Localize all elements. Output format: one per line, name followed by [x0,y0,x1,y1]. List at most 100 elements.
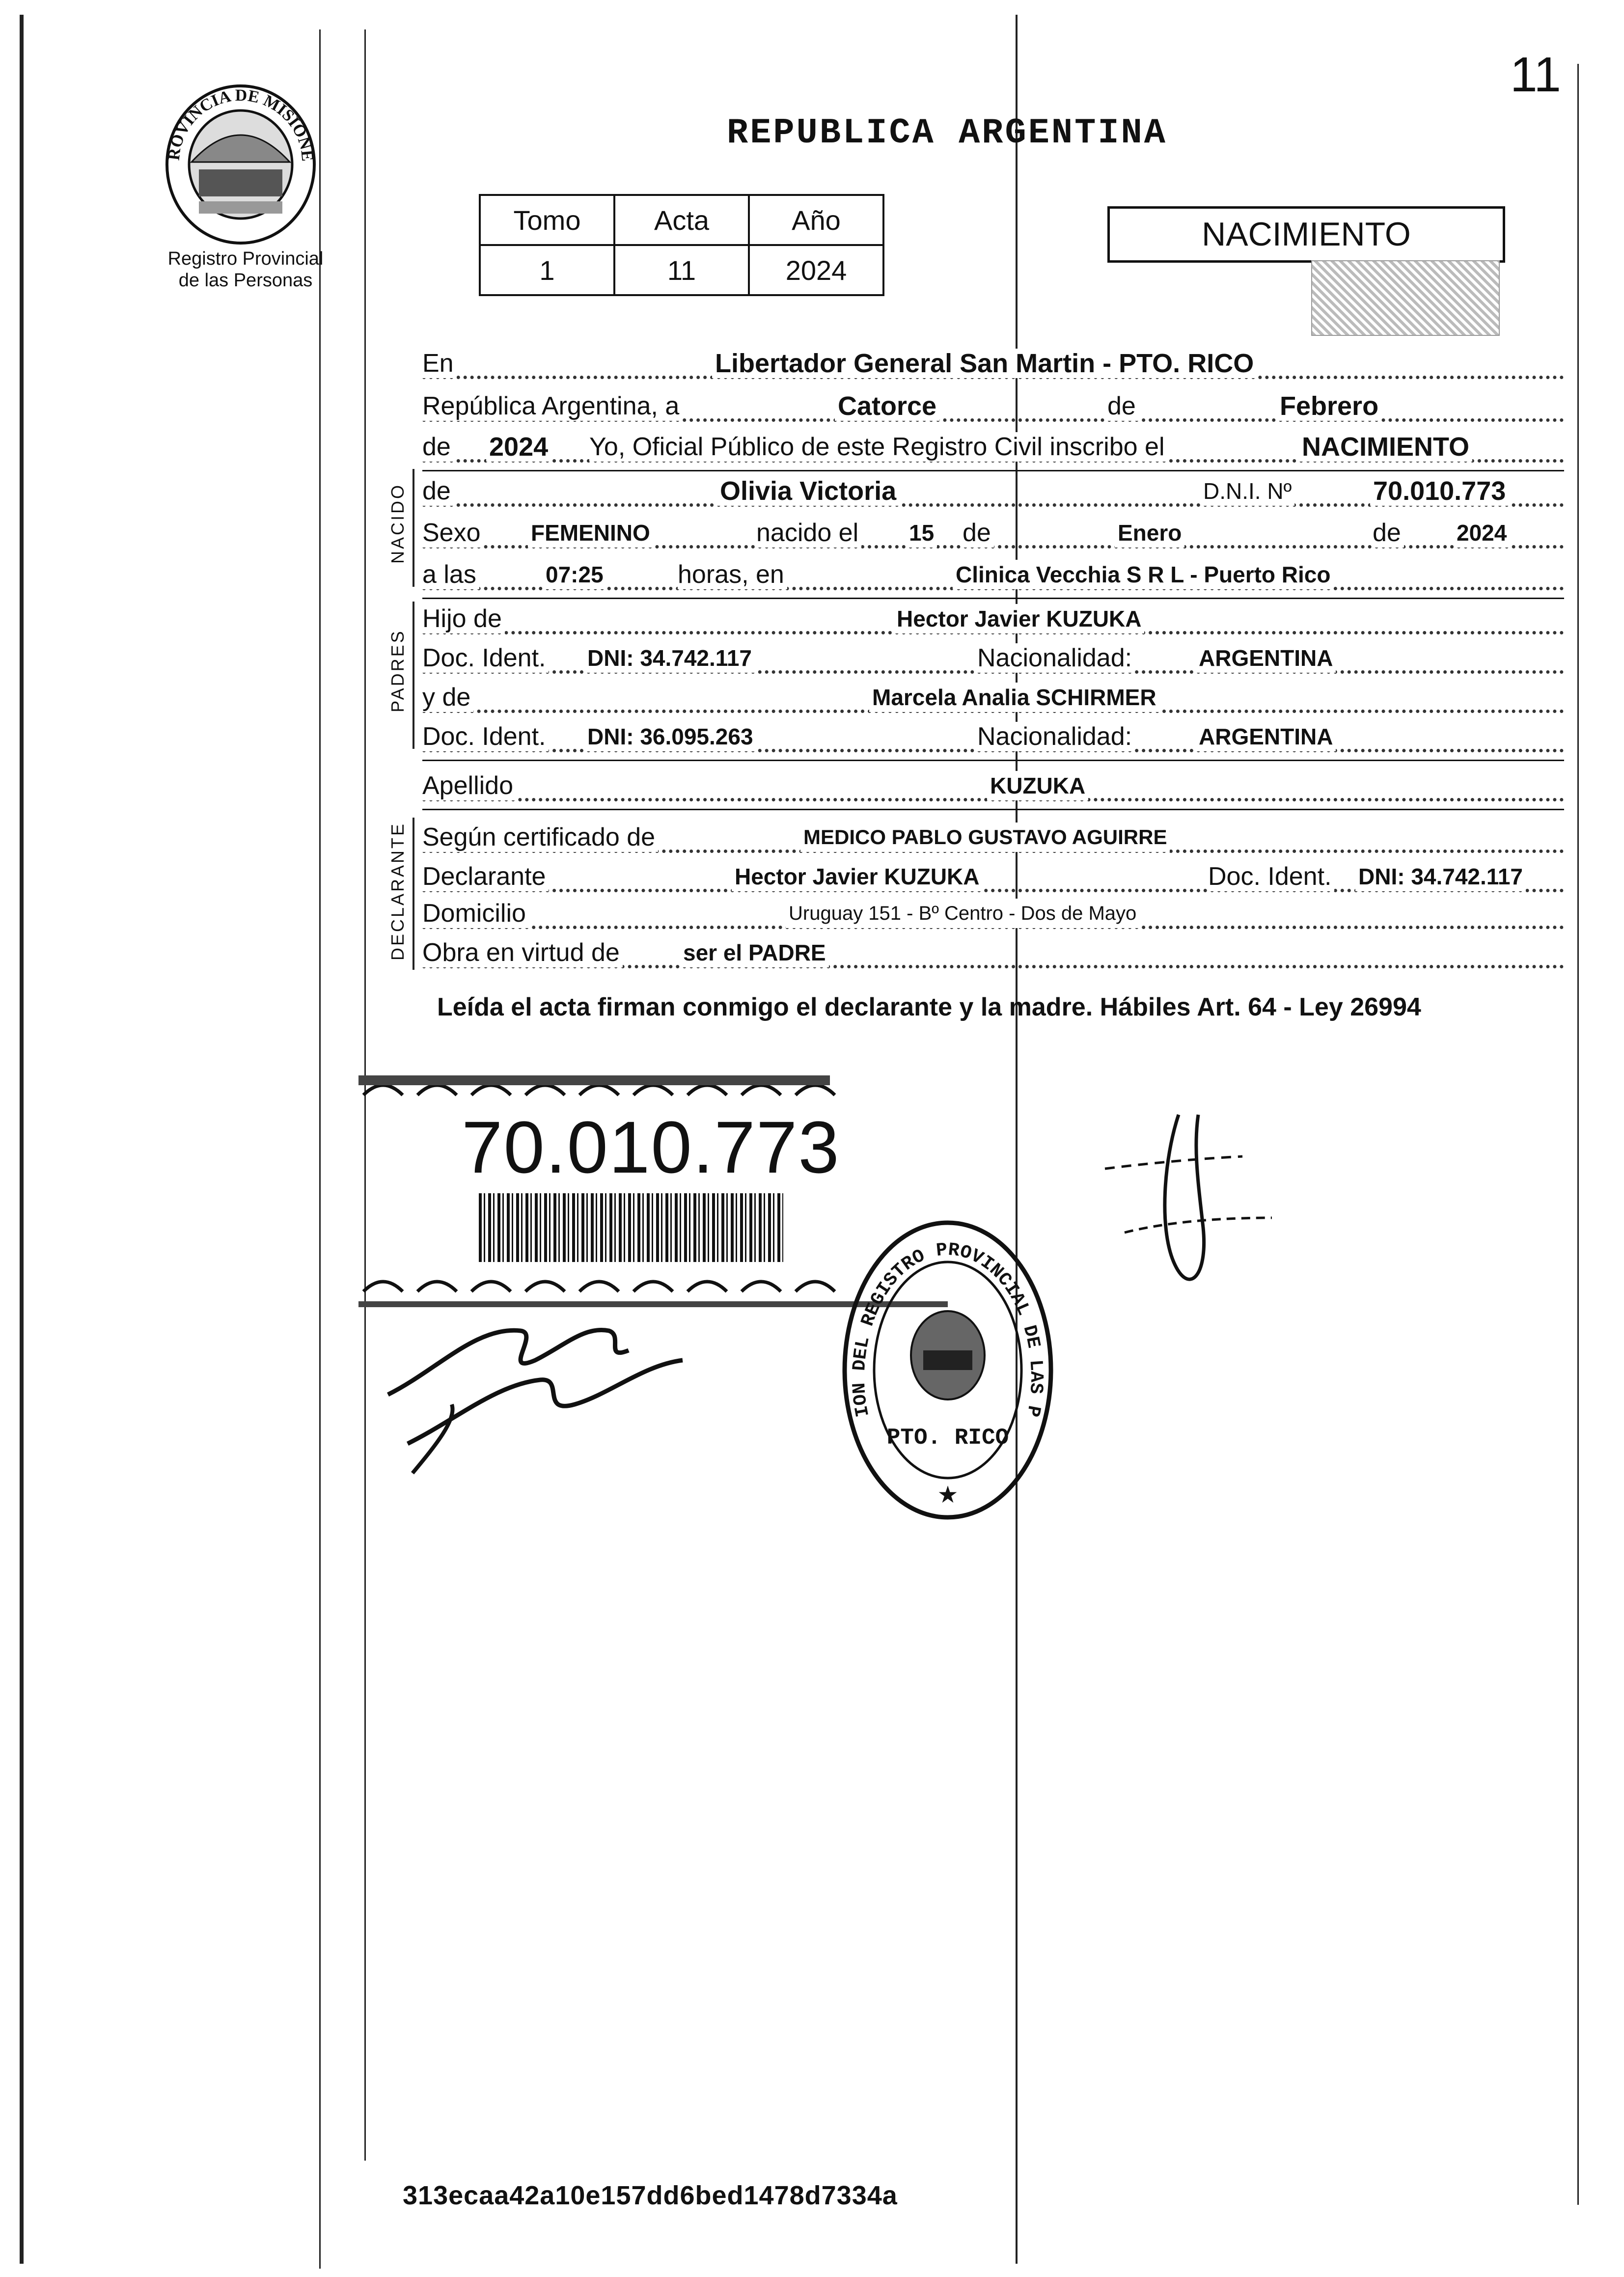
birth-day-value: 15 [906,518,937,548]
hologram-sticker [1311,260,1500,336]
cert-label: Según certificado de [422,823,659,852]
barcode-number: 70.010.773 [462,1106,840,1188]
birth-time-value: 07:25 [543,560,606,589]
svg-text:★: ★ [937,1482,958,1508]
month-value: Febrero [1277,391,1382,421]
row-mother: y de Marcela Analia SCHIRMER [422,678,1564,720]
de3-label: de [963,518,994,548]
row-certificate: Según certificado de MEDICO PABLO GUSTAV… [422,818,1564,860]
row-father: Hijo de Hector Javier KUZUKA [422,599,1564,641]
row-sex-birth: Sexo FEMENINO nacido el 15 de Enero de 2… [422,513,1564,555]
binding-line [319,29,321,2269]
padres-brace [413,602,414,749]
alas-label: a las [422,560,479,589]
row-year: de 2024 Yo, Oficial Público de este Regi… [422,427,1564,471]
father-name-value: Hector Javier KUZUKA [894,604,1145,633]
doc-label: Doc. Ident. [422,643,549,673]
country-title: REPUBLICA ARGENTINA [727,113,1167,153]
declarant-value: Hector Javier KUZUKA [732,862,983,891]
father-doc-value: DNI: 34.742.117 [584,643,755,673]
fold-line [1016,15,1018,2264]
sexo-label: Sexo [422,518,484,548]
row-mother-doc: Doc. Ident. DNI: 36.095.263 Nacionalidad… [422,717,1564,761]
birth-year-value: 2024 [1454,518,1510,548]
doc2-label: Doc. Ident. [422,722,549,751]
nacido-brace [413,469,414,587]
de4-label: de [1373,518,1404,548]
act-type-box: NACIMIENTO [1107,206,1505,263]
province-seal-logo: PROVINCIA DE MISIONES [152,64,324,246]
row-declarant: Declarante Hector Javier KUZUKA Doc. Ide… [422,857,1564,899]
registry-stamp: DELEGACION DEL REGISTRO PROVINCIAL DE LA… [829,1198,1061,1527]
nac2-label: Nacionalidad: [977,722,1135,751]
document-hash: 313ecaa42a10e157dd6bed1478d7334a [403,2181,898,2210]
doc3-label: Doc. Ident. [1208,862,1335,891]
sex-value: FEMENINO [528,518,653,548]
obra-label: Obra en virtud de [422,938,623,967]
row-date: República Argentina, a Catorce de Febrer… [422,386,1564,429]
child-name-value: Olivia Victoria [717,476,900,506]
surname-value: KUZUKA [987,771,1089,800]
registry-line1: Registro Provincial [167,248,324,269]
header-ano: Año [748,194,884,246]
value-ano: 2024 [748,244,884,296]
row-surname: Apellido KUZUKA [422,766,1564,810]
domicilio-label: Domicilio [422,899,529,928]
apellido-label: Apellido [422,771,517,800]
de-label: de [1107,391,1139,421]
left-margin-line [20,15,24,2264]
side-label-padres: PADRES [387,629,408,713]
side-label-nacido: NACIDO [387,483,408,564]
nacido-el-label: nacido el [756,518,862,548]
value-acta: 11 [613,244,750,296]
right-margin-line [1577,64,1579,2205]
declarant-signature [378,1296,732,1483]
declarant-doc-value: DNI: 34.742.117 [1355,862,1526,891]
dni-barcode-sticker [354,1075,953,1316]
svg-text:PTO. RICO: PTO. RICO [887,1425,1009,1451]
official-signature [1066,1100,1341,1326]
yde-label: y de [422,683,474,712]
row-place: En Libertador General San Martin - PTO. … [422,344,1564,386]
side-label-declarante: DECLARANTE [387,822,408,960]
place-value: Libertador General San Martin - PTO. RIC… [712,349,1257,378]
barcode-bars [479,1193,783,1262]
registry-line2: de las Personas [178,270,313,291]
inscribo-text: Yo, Oficial Público de este Registro Civ… [589,432,1168,462]
republica-label: República Argentina, a [422,391,683,421]
header-acta: Acta [613,194,750,246]
row-child-name: de Olivia Victoria D.N.I. Nº 70.010.773 [422,471,1564,514]
declarante-label: Declarante [422,862,549,891]
birth-month-value: Enero [1115,518,1185,548]
page-number: 11 [1510,47,1561,102]
registry-name: Registro Provincial de las Personas [147,248,344,291]
day-value: Catorce [835,391,940,421]
nac-label: Nacionalidad: [977,643,1135,673]
row-obra: Obra en virtud de ser el PADRE [422,933,1564,975]
value-tomo: 1 [479,244,615,296]
year-value: 2024 [486,432,551,462]
horas-label: horas, en [678,560,787,589]
row-address: Domicilio Uruguay 151 - Bº Centro - Dos … [422,894,1564,936]
record-table-header: Tomo Acta Año [479,194,884,246]
address-value: Uruguay 151 - Bº Centro - Dos de Mayo [786,899,1140,928]
child-dni-value: 70.010.773 [1370,476,1509,506]
act-word-value: NACIMIENTO [1299,432,1473,462]
header-tomo: Tomo [479,194,615,246]
dni-label: D.N.I. Nº [1203,476,1295,506]
de2-label: de [422,432,454,462]
hijo-label: Hijo de [422,604,505,633]
nacido-de-label: de [422,476,454,506]
mother-name-value: Marcela Analia SCHIRMER [869,683,1159,712]
obra-value: ser el PADRE [680,938,829,967]
row-father-doc: Doc. Ident. DNI: 34.742.117 Nacionalidad… [422,638,1564,681]
mother-nationality-value: ARGENTINA [1196,722,1336,751]
row-time-place: a las 07:25 horas, en Clinica Vecchia S … [422,555,1564,599]
birth-place-value: Clinica Vecchia S R L - Puerto Rico [953,560,1334,589]
en-label: En [422,349,457,378]
mother-doc-value: DNI: 36.095.263 [584,722,756,751]
legal-text: Leída el acta firman conmigo el declaran… [437,993,1421,1021]
record-table-values: 1 11 2024 [479,244,884,296]
record-table: Tomo Acta Año 1 11 2024 [479,194,884,296]
father-nationality-value: ARGENTINA [1196,643,1336,673]
